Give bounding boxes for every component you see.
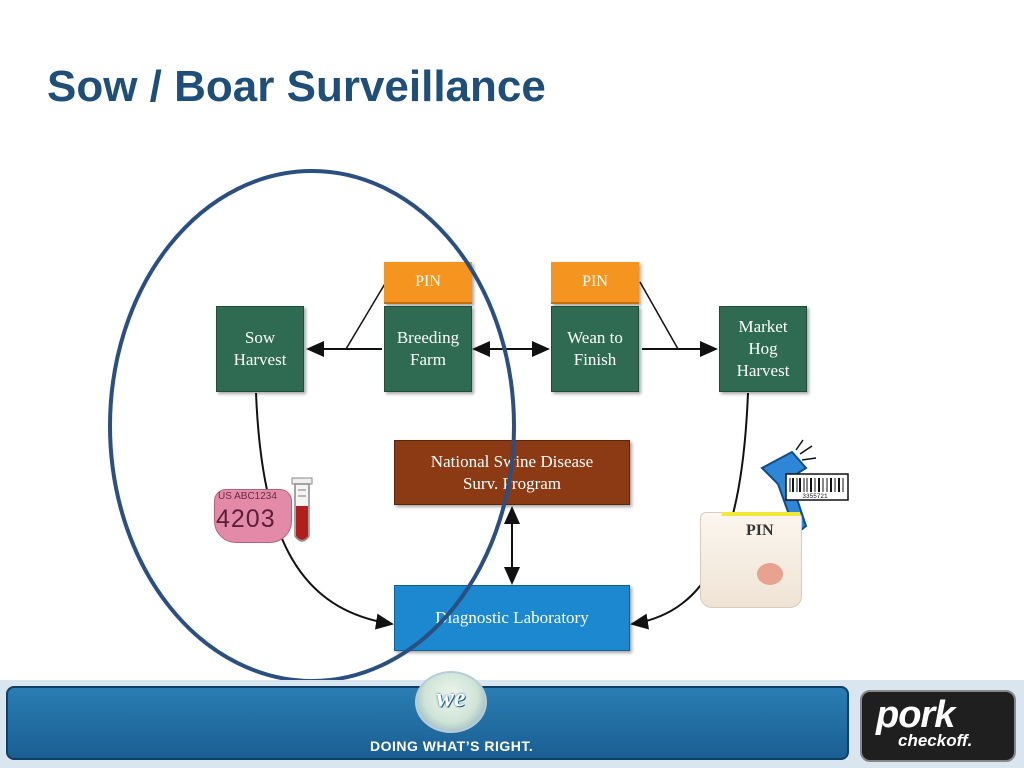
barcode-label-icon: 3355721 bbox=[785, 473, 849, 501]
pork-logo-text: pork bbox=[876, 694, 955, 736]
pin-callout-wean bbox=[639, 281, 679, 350]
vial-cap bbox=[722, 512, 800, 516]
node-market-hog-harvest: Market Hog Harvest bbox=[719, 306, 807, 392]
node-sow-harvest: Sow Harvest bbox=[216, 306, 304, 392]
slide-title: Sow / Boar Surveillance bbox=[47, 62, 546, 111]
ear-tag-number: 4203 bbox=[216, 505, 276, 533]
we-care-logo-text: we bbox=[436, 683, 466, 712]
pin-label-breeding: PIN bbox=[384, 262, 472, 304]
node-national-program: National Swine Disease Surv. Program bbox=[394, 440, 630, 505]
pin-callout-breeding bbox=[345, 281, 387, 350]
pin-label-wean: PIN bbox=[551, 262, 639, 304]
barcode-number: 3355721 bbox=[802, 493, 828, 500]
footer-tagline: DOING WHAT’S RIGHT. bbox=[370, 738, 534, 754]
pork-checkoff-logo bbox=[860, 690, 1016, 762]
node-diagnostic-lab: Diagnostic Laboratory bbox=[394, 585, 630, 651]
checkoff-logo-text: checkoff. bbox=[898, 731, 973, 750]
sample-spot bbox=[757, 563, 783, 585]
node-breeding-farm: Breeding Farm bbox=[384, 306, 472, 392]
vial-pin-label: PIN bbox=[746, 522, 774, 539]
ear-tag-id: US ABC1234 bbox=[218, 491, 277, 502]
blood-tube-icon bbox=[291, 477, 313, 542]
sample-vial-icon bbox=[700, 512, 802, 608]
we-care-logo bbox=[415, 671, 487, 733]
node-wean-to-finish: Wean to Finish bbox=[551, 306, 639, 392]
